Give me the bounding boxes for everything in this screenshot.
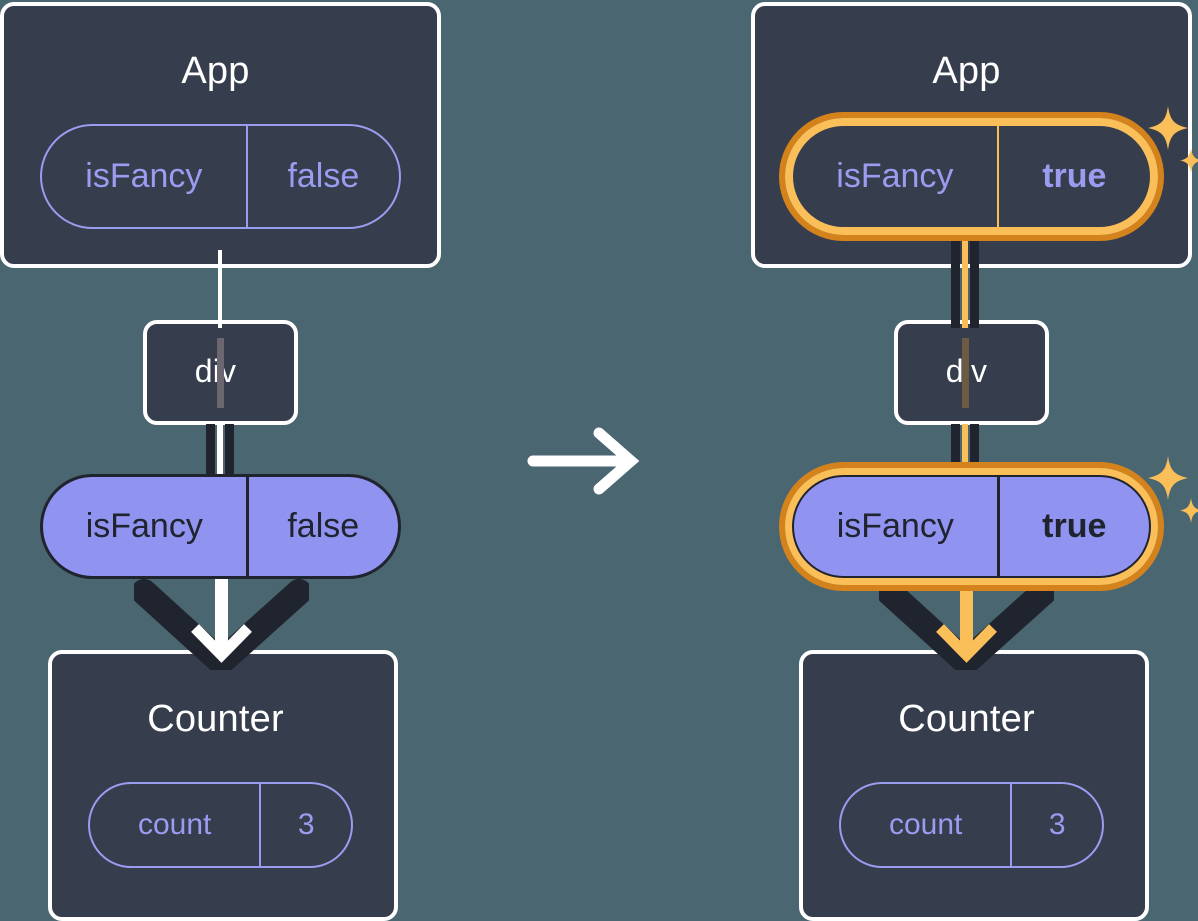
connector-edge-left <box>951 228 960 328</box>
app-node-title: App <box>181 50 250 92</box>
counter-state-pill-value: 3 <box>259 784 351 866</box>
div-node-title: div <box>194 353 237 389</box>
counter-state-pill-value: 3 <box>1010 784 1102 866</box>
connector-app-to-div <box>951 228 979 328</box>
state-after-panel: App isFancy true div isFancy true <box>735 0 1198 921</box>
connector-core <box>217 424 223 482</box>
state-pill-key: isFancy <box>836 507 954 545</box>
connector-edge-left <box>206 424 215 482</box>
connector-state-to-counter-arrow <box>879 570 1054 670</box>
counter-state-pill: count 3 <box>839 782 1104 868</box>
state-before-panel: App isFancy false div isFancy false <box>0 0 447 921</box>
sparkles-icon <box>1148 106 1198 173</box>
counter-node-title: Counter <box>147 698 284 740</box>
state-pill-value: false <box>245 477 398 576</box>
arrow-head <box>936 624 997 663</box>
counter-state-pill-key: count <box>138 808 212 841</box>
app-prop-pill-value: true <box>996 126 1150 227</box>
arrow-head <box>191 624 252 663</box>
arrow-shaft <box>960 570 973 650</box>
div-node-inner-line <box>217 338 224 408</box>
connector-edge-right <box>225 424 234 482</box>
state-pill-key: isFancy <box>85 507 203 545</box>
sparkles-icon <box>1148 456 1198 523</box>
state-pill-value: true <box>996 477 1149 576</box>
connector-core <box>962 228 968 328</box>
connector-edge-right <box>970 424 979 482</box>
app-prop-pill-value: false <box>245 126 399 227</box>
arrow-shaft <box>215 570 228 650</box>
state-pill: isFancy false <box>40 474 401 579</box>
state-pill: isFancy true <box>791 474 1152 579</box>
div-node-inner-line <box>962 338 969 408</box>
connector-div-to-state <box>951 424 979 482</box>
arrow-right-icon <box>527 427 640 495</box>
app-prop-pill: isFancy false <box>40 124 401 229</box>
connector-div-to-state <box>206 424 234 482</box>
div-node <box>894 320 1049 425</box>
app-node-title: App <box>932 50 1001 92</box>
connector-edge-right <box>970 228 979 328</box>
app-prop-pill: isFancy true <box>791 124 1152 229</box>
app-prop-pill-key: isFancy <box>85 157 203 195</box>
app-prop-pill-key: isFancy <box>836 157 954 195</box>
counter-node-title: Counter <box>898 698 1035 740</box>
counter-state-pill: count 3 <box>88 782 353 868</box>
connector-core <box>962 424 968 482</box>
counter-state-pill-key: count <box>889 808 963 841</box>
connector-app-to-div <box>218 250 222 328</box>
connector-edge-left <box>951 424 960 482</box>
connector-state-to-counter-arrow <box>134 570 309 670</box>
